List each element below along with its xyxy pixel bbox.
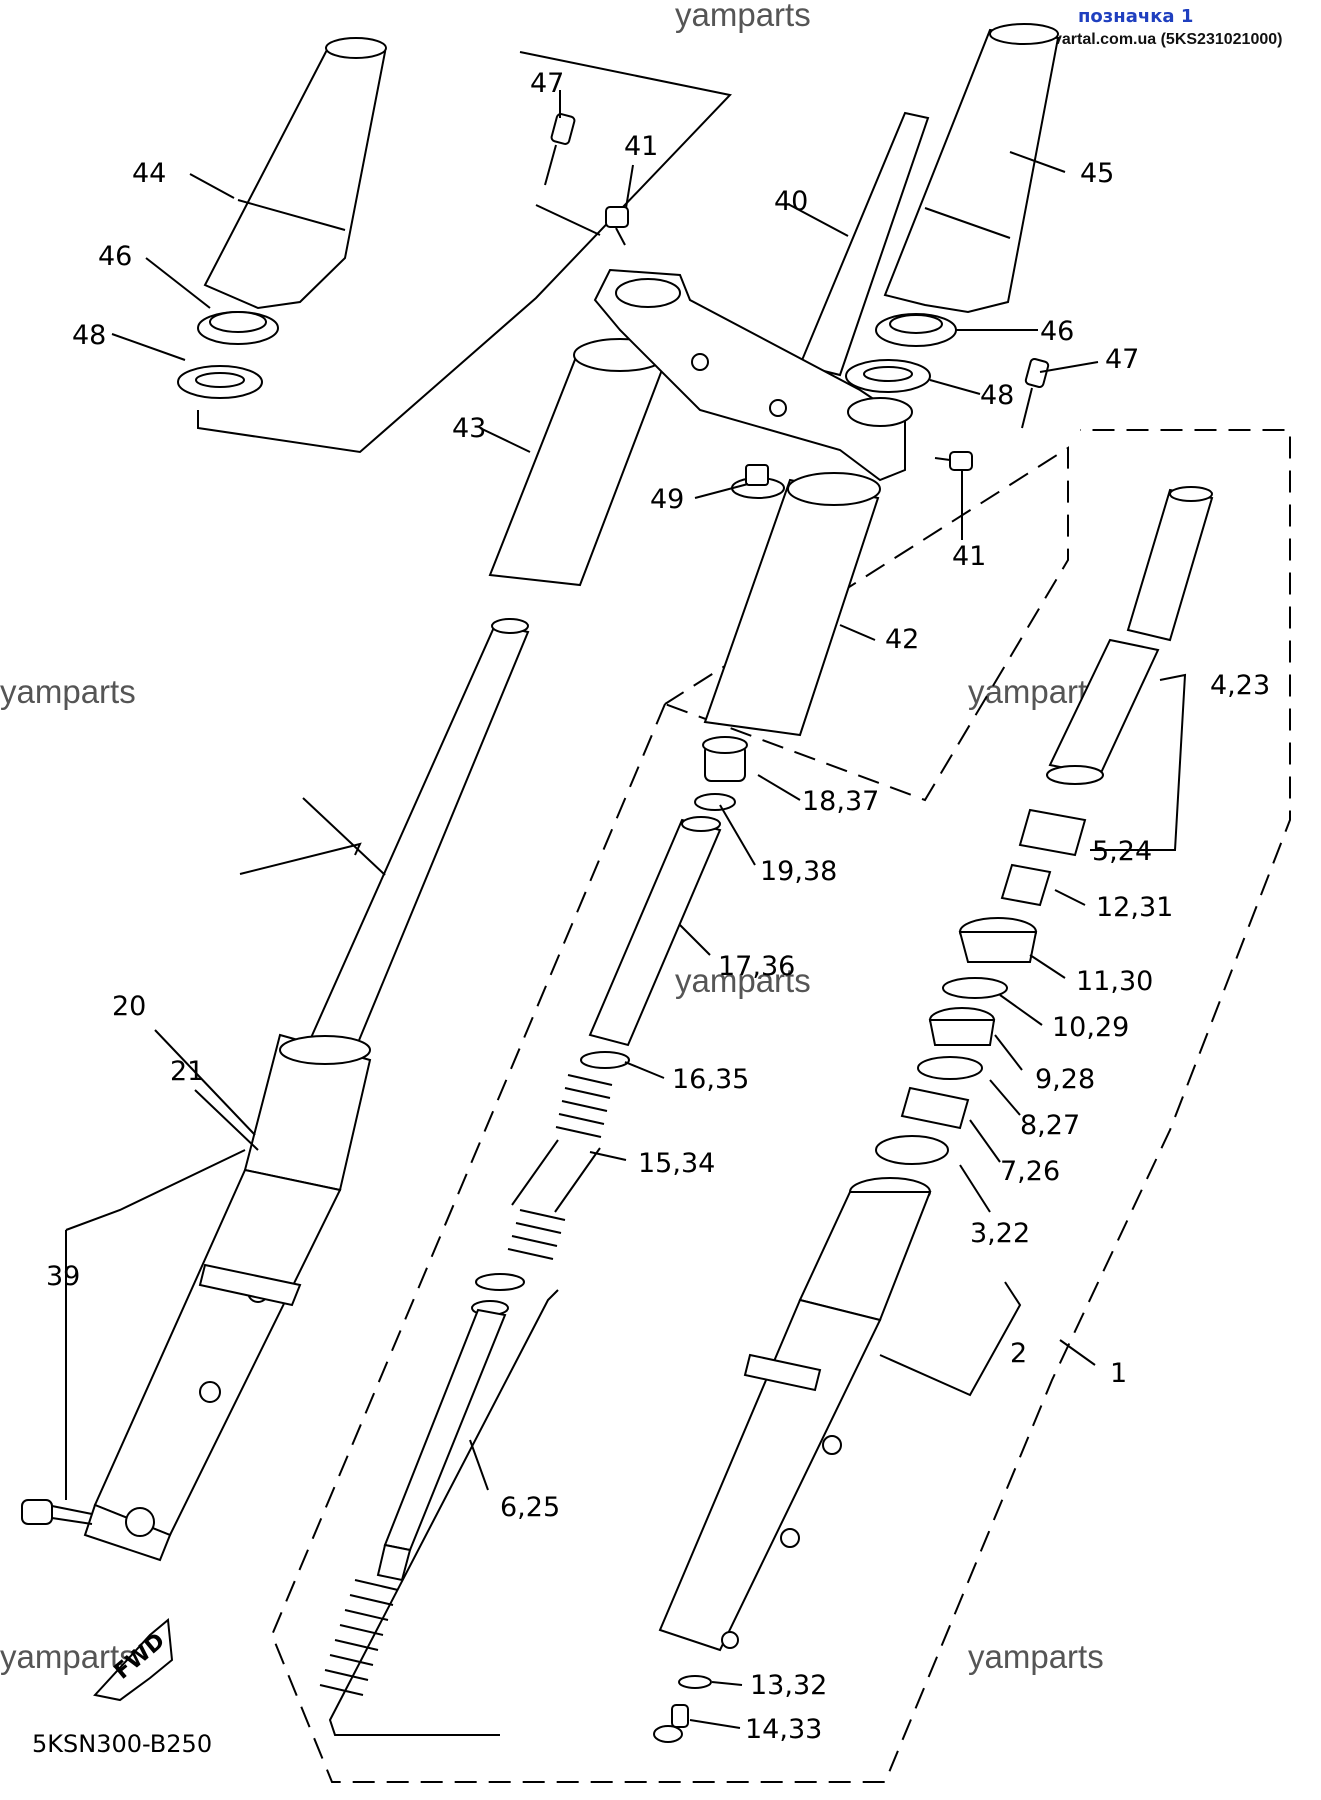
nut-46-right bbox=[875, 313, 957, 347]
bolt-39 bbox=[21, 1499, 93, 1525]
label-44: 44 bbox=[132, 158, 166, 189]
watermark-bottom-left: yamparts bbox=[0, 1638, 136, 1675]
bushing-5-24 bbox=[1018, 808, 1087, 857]
watermark-top: yamparts bbox=[675, 0, 811, 33]
pipe-17-36 bbox=[588, 816, 722, 1047]
label-43: 43 bbox=[452, 413, 486, 444]
label-48-right: 48 bbox=[980, 380, 1014, 411]
oil-seal-9-28 bbox=[928, 1007, 996, 1046]
tube-43 bbox=[488, 338, 667, 587]
cap-49 bbox=[731, 464, 785, 499]
leader-lines bbox=[65, 90, 1187, 1736]
label-47-right: 47 bbox=[1105, 344, 1139, 375]
label-5-24: 5,24 bbox=[1092, 836, 1152, 867]
label-40: 40 bbox=[774, 186, 808, 217]
label-11-30: 11,30 bbox=[1076, 966, 1153, 997]
header-title: позначка 1 bbox=[1078, 6, 1193, 27]
label-15-34: 15,34 bbox=[638, 1148, 715, 1179]
spring-15-34 bbox=[507, 1074, 613, 1260]
watermark-left: yamparts bbox=[0, 673, 136, 710]
label-16-35: 16,35 bbox=[672, 1064, 749, 1095]
cover-44 bbox=[203, 37, 387, 310]
spring-bottom bbox=[319, 1579, 399, 1696]
watermark-center: yamparts bbox=[675, 962, 811, 999]
bushing-7-26 bbox=[900, 1086, 970, 1130]
bolt-47-left bbox=[544, 113, 576, 186]
inner-tube-4-23 bbox=[1046, 486, 1214, 785]
label-14-33: 14,33 bbox=[745, 1714, 822, 1745]
tube-42 bbox=[703, 472, 881, 737]
dust-seal-3-22 bbox=[875, 1135, 949, 1165]
watermark-bottom-right: yamparts bbox=[968, 1638, 1104, 1675]
damper-rod-6-25 bbox=[376, 1300, 509, 1582]
label-9-28: 9,28 bbox=[1035, 1064, 1095, 1095]
bolt-14-33 bbox=[653, 1704, 689, 1743]
label-6-25: 6,25 bbox=[500, 1492, 560, 1523]
dashed-group-1-outline bbox=[270, 429, 1291, 1783]
oring-19-38 bbox=[694, 793, 736, 811]
header-source: motokvartal.com.ua (5KS231021000) bbox=[1005, 31, 1282, 48]
label-2: 2 bbox=[1010, 1338, 1027, 1369]
label-41-lower: 41 bbox=[952, 541, 986, 572]
label-7-26: 7,26 bbox=[1000, 1156, 1060, 1187]
washer-48-left bbox=[177, 365, 263, 399]
label-19-38: 19,38 bbox=[760, 856, 837, 887]
label-10-29: 10,29 bbox=[1052, 1012, 1129, 1043]
fork-leg-left-20 bbox=[83, 618, 530, 1562]
bolt-47-right bbox=[1021, 358, 1050, 429]
label-17-36: 17,36 bbox=[718, 951, 795, 982]
label-1: 1 bbox=[1110, 1358, 1127, 1389]
label-42: 42 bbox=[885, 624, 919, 655]
washer-16-35 bbox=[580, 1051, 630, 1069]
seal-spacer-11-30 bbox=[958, 917, 1038, 963]
label-41-upper: 41 bbox=[624, 131, 658, 162]
label-48-left: 48 bbox=[72, 320, 106, 351]
label-46-left: 46 bbox=[98, 241, 132, 272]
bolt-18-37 bbox=[702, 736, 748, 782]
label-46-right: 46 bbox=[1040, 316, 1074, 347]
crown-group-outline bbox=[535, 204, 601, 236]
label-39: 39 bbox=[46, 1261, 80, 1292]
label-49: 49 bbox=[650, 484, 684, 515]
bolt-41-lower bbox=[934, 451, 973, 471]
steering-stem-40 bbox=[593, 111, 930, 482]
label-20: 20 bbox=[112, 991, 146, 1022]
label-45: 45 bbox=[1080, 158, 1114, 189]
washer-48-right bbox=[845, 359, 931, 393]
nut-46-left bbox=[197, 311, 279, 345]
dashed-group-2-outline bbox=[664, 446, 1069, 802]
cover-45 bbox=[883, 23, 1060, 314]
label-8-27: 8,27 bbox=[1020, 1110, 1080, 1141]
label-12-31: 12,31 bbox=[1096, 892, 1173, 923]
bushing-12-31 bbox=[1000, 863, 1052, 907]
outer-tube-2 bbox=[658, 1177, 932, 1652]
upper-bracket-group-outline bbox=[197, 51, 732, 454]
washer-8-27 bbox=[917, 1056, 983, 1080]
label-21: 21 bbox=[170, 1056, 204, 1087]
washer-13-32 bbox=[678, 1675, 712, 1689]
label-47-left: 47 bbox=[530, 68, 564, 99]
label-18-37: 18,37 bbox=[802, 786, 879, 817]
diagram-code: 5KSN300-B250 bbox=[32, 1730, 212, 1758]
clip-10-29 bbox=[942, 977, 1008, 999]
label-3-22: 3,22 bbox=[970, 1218, 1030, 1249]
ring-stopper bbox=[475, 1273, 525, 1291]
label-4-23: 4,23 bbox=[1210, 670, 1270, 701]
label-13-32: 13,32 bbox=[750, 1670, 827, 1701]
bolt-41-upper bbox=[605, 206, 629, 246]
